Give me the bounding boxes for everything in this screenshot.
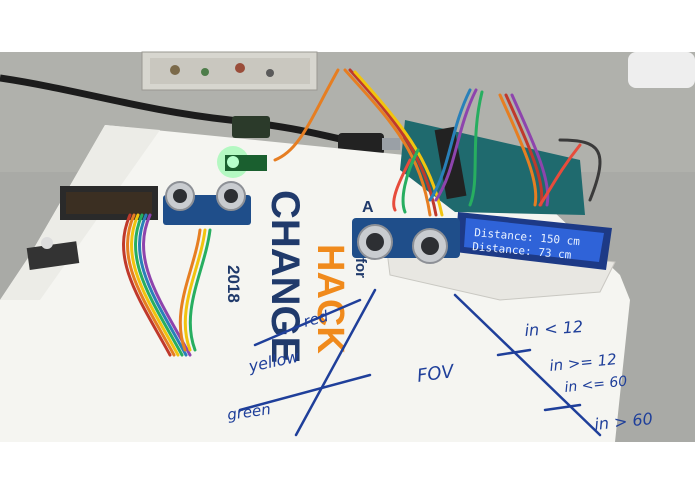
ferrite-bead <box>232 116 270 138</box>
parts-box <box>141 51 318 91</box>
poster-word-for: for <box>352 258 369 278</box>
led-module <box>60 186 158 220</box>
usb-cable <box>0 74 346 144</box>
hand-cond-3: in <= 60 <box>564 373 628 396</box>
poster-word-change: CHANGE <box>263 190 307 363</box>
handwriting <box>238 288 602 437</box>
white-cup <box>628 52 695 88</box>
poster-year: 2018 <box>224 265 243 303</box>
poster-word-a: A <box>362 199 374 216</box>
ultrasonic-sensor-main <box>352 218 460 264</box>
ribbon-cables <box>122 68 602 357</box>
ir-sensor <box>26 241 80 270</box>
ultrasonic-sensor-loose <box>163 181 251 225</box>
hand-green: green <box>226 400 272 424</box>
hand-red: red <box>301 307 330 331</box>
green-led <box>227 156 239 168</box>
lcd-module: Distance: 150 cm Distance: 73 cm <box>455 212 612 270</box>
poster-word-hack: HACK <box>309 244 351 354</box>
ir-led <box>41 237 53 249</box>
poster-logo: A HACK for CHANGE 2018 <box>224 190 374 363</box>
hand-cond-1: in < 12 <box>524 317 584 340</box>
